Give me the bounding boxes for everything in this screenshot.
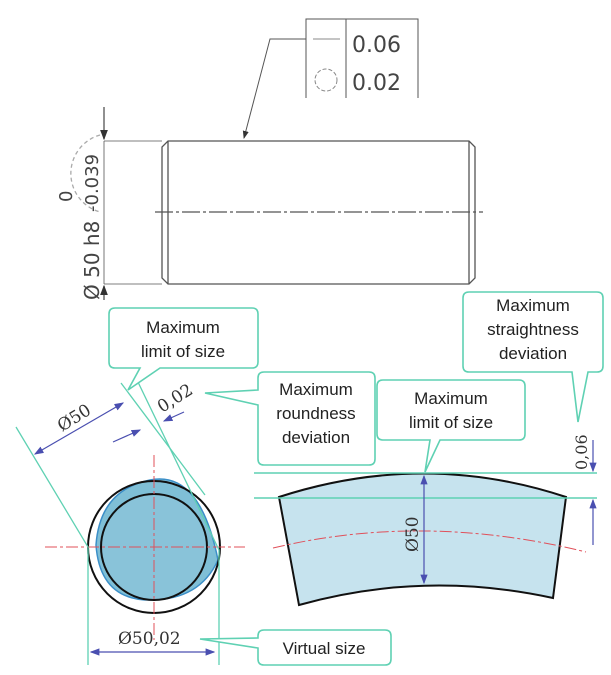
svg-text:Maximum: Maximum xyxy=(146,318,220,337)
callout-max-limit-right: Maximum limit of size xyxy=(376,379,526,473)
svg-text:deviation: deviation xyxy=(282,428,350,447)
svg-text:Maximum: Maximum xyxy=(496,296,570,315)
dim-0-02: 0,02 xyxy=(154,380,197,417)
dim-d50-02: Ø50,02 xyxy=(118,629,181,649)
cylinder-view xyxy=(70,107,483,300)
roundness-value: 0.02 xyxy=(352,71,401,96)
feature-control-frame: 0.06 0.02 xyxy=(242,18,419,139)
dimension-upper: 0 xyxy=(56,191,77,202)
dim-d50-right: Ø50 xyxy=(403,516,423,552)
cross-section xyxy=(15,379,245,665)
svg-text:Virtual size: Virtual size xyxy=(283,639,366,658)
svg-text:roundness: roundness xyxy=(276,404,355,423)
roundness-icon xyxy=(314,68,338,92)
svg-text:Maximum: Maximum xyxy=(279,380,353,399)
svg-text:deviation: deviation xyxy=(499,344,567,363)
svg-text:straightness: straightness xyxy=(487,320,579,339)
svg-text:limit of size: limit of size xyxy=(409,413,493,432)
callout-max-limit-left: Maximum limit of size xyxy=(108,307,259,391)
callout-straightness: Maximum straightness deviation xyxy=(462,291,604,423)
callout-virtual-size: Virtual size xyxy=(199,629,392,666)
dimension-nominal: Ø 50 h8 xyxy=(80,221,104,300)
dimension-lower: -0.039 xyxy=(82,154,103,212)
straightness-value: 0.06 xyxy=(352,33,401,58)
svg-text:limit of size: limit of size xyxy=(141,342,225,361)
dim-0-06: 0,06 xyxy=(572,434,591,470)
shaft-section xyxy=(254,440,597,607)
svg-text:Maximum: Maximum xyxy=(414,389,488,408)
callout-roundness: Maximum roundness deviation xyxy=(204,371,376,466)
